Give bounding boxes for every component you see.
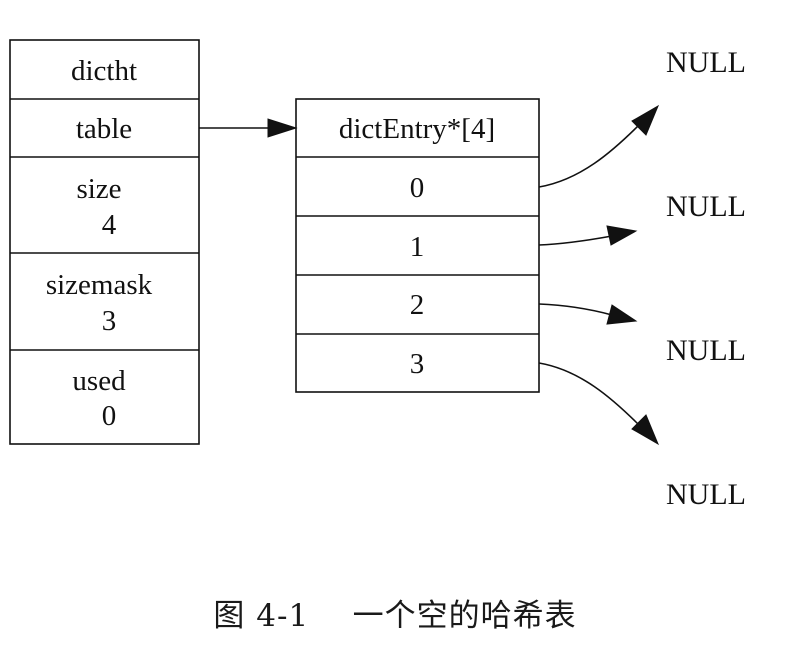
entry-slot-0: 0 — [410, 172, 425, 204]
table-field-label: table — [76, 113, 132, 145]
null-label-3: NULL — [666, 478, 746, 511]
dict-entry-array-box: dictEntry*[4] 0 1 2 3 — [295, 98, 540, 393]
dict-entry-title: dictEntry*[4] — [339, 113, 495, 145]
arrow-head — [606, 225, 638, 246]
size-field-label: size — [76, 173, 121, 205]
arrow-shaft — [538, 362, 641, 427]
sizemask-field-value: 3 — [102, 305, 117, 337]
size-field-value: 4 — [102, 209, 117, 241]
used-field-value: 0 — [102, 400, 117, 432]
entry-slot-1: 1 — [410, 231, 425, 263]
arrow-shaft — [538, 303, 613, 316]
null-label-2: NULL — [666, 334, 746, 367]
arrow-head — [631, 104, 660, 136]
dictht-box: dictht table size 4 sizemask 3 used 0 — [9, 39, 200, 445]
table-pointer-arrow — [199, 118, 298, 138]
arrow-shaft — [538, 123, 641, 188]
dict-entry-outline — [295, 98, 540, 393]
entry-slot-2: 2 — [410, 289, 425, 321]
dictht-title: dictht — [71, 55, 137, 87]
arrow-head — [267, 118, 298, 138]
slot-0-null-arrow — [538, 104, 660, 188]
null-label-0: NULL — [666, 46, 746, 79]
arrow-shaft — [538, 235, 613, 246]
slot-3-null-arrow — [538, 362, 660, 446]
entry-slot-3: 3 — [410, 348, 425, 380]
arrow-head — [606, 304, 638, 325]
null-label-1: NULL — [666, 190, 746, 223]
sizemask-field-label: sizemask — [46, 269, 153, 301]
slot-1-null-arrow — [538, 225, 638, 246]
slot-2-null-arrow — [538, 303, 638, 325]
dictht-outline — [9, 39, 200, 445]
used-field-label: used — [72, 365, 126, 397]
figure-caption: 图 4-1 一个空的哈希表 — [213, 598, 577, 634]
arrow-head — [631, 414, 660, 446]
